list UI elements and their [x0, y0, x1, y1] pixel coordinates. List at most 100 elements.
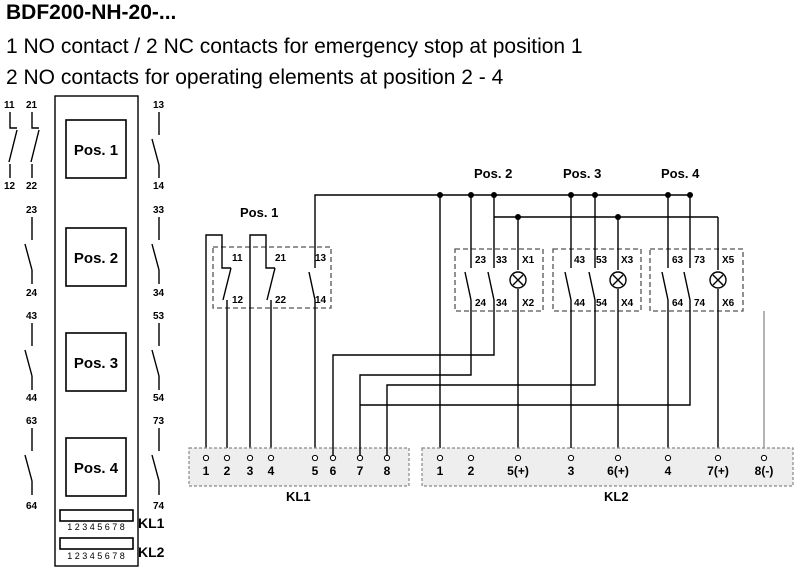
device-housing: [54, 95, 139, 567]
right-contact-14-label: 14: [153, 181, 165, 192]
right-contact-74-label: 74: [153, 501, 165, 512]
pos1-terminal-22: 22: [275, 295, 287, 306]
pos2-4-schematic: Pos. 2 23 33 X1 24 34 X2 Pos. 3 43 53 X3…: [332, 166, 765, 456]
pos1-terminal-21: 21: [275, 253, 287, 264]
kl1-terminal-screw: [246, 454, 254, 462]
pos1-dashed-box: [212, 246, 332, 309]
junction-dot: [592, 192, 598, 198]
right-contact-53-label: 53: [153, 311, 165, 322]
kl2-terminal-label: 2: [468, 464, 475, 478]
pos1-terminal-11: 11: [232, 253, 243, 264]
kl1-connector-strip: [59, 509, 134, 522]
kl2-terminal-screw: [714, 454, 722, 462]
kl1-block-label: KL1: [286, 489, 311, 504]
pos3-dashed-box: [552, 248, 642, 312]
kl1-connector-pins: 1 2 3 4 5 6 7 8: [67, 522, 125, 532]
description-line-2: 2 NO contacts for operating elements at …: [6, 66, 504, 89]
pos1-block: [65, 119, 127, 179]
kl2-terminal-label: 6(+): [607, 464, 629, 478]
kl2-terminal-label: 5(+): [507, 464, 529, 478]
pos1-schematic-label: Pos. 1: [240, 205, 278, 220]
pos3-block-label: Pos. 3: [74, 355, 118, 372]
pos1-contact-13-feed: [314, 194, 440, 247]
junction-dot: [665, 192, 671, 198]
junction-dot: [468, 192, 474, 198]
left-contact-23-label: 23: [26, 205, 38, 216]
kl2-terminal-label: 8(-): [755, 464, 774, 478]
pos4-terminal-74: 74: [694, 298, 706, 309]
left-contact-64-label: 64: [26, 501, 38, 512]
pos1-terminal-13: 13: [315, 253, 327, 264]
kl1-terminal-label: 3: [247, 464, 254, 478]
left-contact-43-label: 43: [26, 311, 38, 322]
pos4-lamp-icon: [709, 271, 727, 289]
kl2-terminal-screw: [436, 454, 444, 462]
pos3-terminal-54: 54: [596, 298, 608, 309]
left-contact-21-label: 21: [26, 100, 38, 111]
pos1-contact-11-12-wiring: [205, 234, 232, 456]
pos3-lamp-icon: [609, 271, 627, 289]
pos4-block: [65, 437, 127, 497]
diagram-title: BDF200-NH-20-...: [6, 1, 177, 24]
kl1-terminal-screw: [329, 454, 337, 462]
kl1-terminal-label: 5: [312, 464, 319, 478]
pos1-terminal-14: 14: [315, 295, 327, 306]
no-contact-43-44-symbol: [24, 323, 33, 390]
left-contact-22-label: 22: [26, 181, 38, 192]
pos2-lamp-icon: [509, 271, 527, 289]
no-contact-73-74-symbol: [151, 428, 160, 495]
kl2-terminal-label: 4: [665, 464, 672, 478]
left-contact-24-label: 24: [26, 288, 38, 299]
right-contact-33-label: 33: [153, 205, 165, 216]
pos1-terminal-12: 12: [232, 295, 244, 306]
pos4-terminal-x6: X6: [722, 298, 735, 309]
pos3-terminal-43: 43: [574, 255, 586, 266]
pos4-dashed-box: [649, 248, 744, 312]
kl2-connector-strip: [59, 537, 134, 550]
kl2-block-outline: [421, 447, 794, 487]
kl1-terminal-label: 1: [203, 464, 210, 478]
left-contact-63-label: 63: [26, 416, 38, 427]
left-contact-11-label: 11: [4, 100, 15, 111]
pos3-schematic-label: Pos. 3: [563, 166, 601, 181]
right-contact-13-label: 13: [153, 100, 165, 111]
kl2-terminal-screw: [614, 454, 622, 462]
pos2-block: [65, 227, 127, 287]
description-line-1: 1 NO contact / 2 NC contacts for emergen…: [6, 35, 583, 58]
pos1-schematic: Pos. 1 11 21 13 12 22 14: [205, 194, 440, 456]
pos4-terminal-63: 63: [672, 255, 684, 266]
no-contact-23-24-symbol: [24, 217, 33, 284]
kl2-terminal-label: 1: [437, 464, 444, 478]
kl2-connector-pins: 1 2 3 4 5 6 7 8: [67, 551, 125, 561]
kl2-terminal-label: 3: [568, 464, 575, 478]
junction-dot: [491, 192, 497, 198]
kl2-terminal-screw: [664, 454, 672, 462]
pos2-terminal-24: 24: [475, 298, 487, 309]
no-contact-33-34-symbol: [151, 217, 160, 284]
pos4-schematic-label: Pos. 4: [661, 166, 700, 181]
pos3-contact-43-44-wiring: [564, 195, 572, 456]
left-contact-44-label: 44: [26, 393, 38, 404]
pos2-contact-33-34-wiring: [332, 195, 495, 456]
kl2-terminal-screw: [467, 454, 475, 462]
right-contact-54-label: 54: [153, 393, 165, 404]
pos2-terminal-x1: X1: [522, 255, 535, 266]
pos4-contact-63-64-wiring: [661, 195, 669, 456]
junction-dot: [615, 214, 621, 220]
kl1-terminal-label: 8: [384, 464, 391, 478]
kl2-terminal-screw: [567, 454, 575, 462]
nc-contacts-11-22-symbol: [8, 112, 40, 178]
pos4-block-label: Pos. 4: [74, 460, 119, 477]
kl1-terminal-screw: [356, 454, 364, 462]
pos4-lamp-cross: [712, 274, 724, 286]
pos2-terminal-x2: X2: [522, 298, 535, 309]
pos4-terminal-73: 73: [694, 255, 706, 266]
pos1-contact-21-22-wiring: [249, 234, 276, 456]
kl1-terminal-label: 6: [330, 464, 337, 478]
kl2-block-label: KL2: [604, 489, 629, 504]
right-contact-73-label: 73: [153, 416, 165, 427]
pos2-terminal-34: 34: [496, 298, 508, 309]
